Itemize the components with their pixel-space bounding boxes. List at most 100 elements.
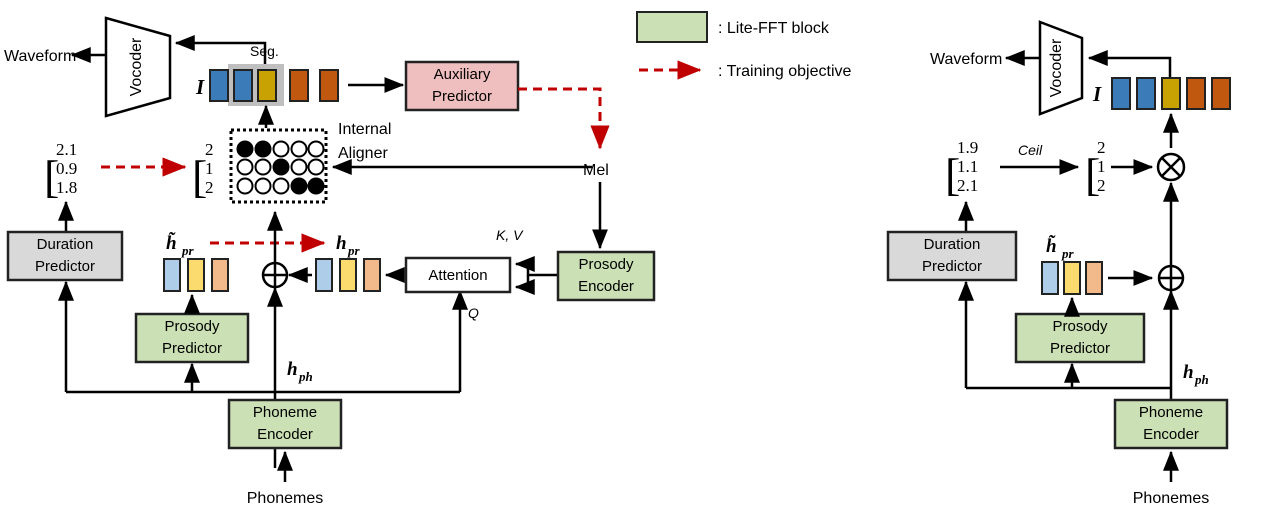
legend-label-training-objective: : Training objective <box>718 63 852 80</box>
align-cell-1-0 <box>236 158 254 176</box>
legend-label-lite-fft: : Lite-FFT block <box>718 20 830 37</box>
prosody-predictor-line-1-right: Predictor <box>1050 340 1110 357</box>
phoneme-encoder-line-1-right: Encoder <box>1143 426 1199 443</box>
auxiliary-predictor-line-1: Predictor <box>432 88 492 105</box>
align-cell-0-0 <box>236 140 254 158</box>
h-pr-tilde-block-right-1 <box>1063 261 1081 295</box>
align-cell-2-4 <box>307 177 325 195</box>
float-duration-right-2: 2.1 <box>957 176 978 195</box>
prosody-predictor-box-left <box>134 312 250 364</box>
duration-predictor-box-right <box>886 230 1018 282</box>
int-duration-right-0: 2 <box>1097 138 1106 157</box>
align-cell-0-2 <box>272 140 290 158</box>
waveform-label-right: Waveform <box>930 51 1002 68</box>
float-duration-2: 1.8 <box>56 178 77 197</box>
align-cell-2-0 <box>236 177 254 195</box>
prosody-encoder-line-0: Prosody <box>578 256 634 273</box>
prosody-predictor-line-0-left: Prosody <box>164 318 220 335</box>
left-panel: Vocoder Waveform Seg. I Auxiliary Predic… <box>4 16 656 507</box>
phonemes-label-right: Phonemes <box>1133 490 1210 507</box>
I-block-right-3 <box>1186 77 1206 110</box>
duration-predictor-line-0-right: Duration <box>924 236 981 253</box>
add-operator-left <box>261 261 289 289</box>
legend: : Lite-FFT block : Training objective <box>636 11 852 80</box>
I-block-0 <box>209 69 229 102</box>
phoneme-encoder-box-left <box>227 398 343 450</box>
h-pr-tilde-block-1 <box>187 258 205 292</box>
svg-text:ph: ph <box>298 369 313 384</box>
h-ph-label-right: h ph <box>1183 362 1209 387</box>
vocoder-shape-right <box>1038 20 1084 116</box>
h-pr-tilde-block-right-2 <box>1085 261 1103 295</box>
align-cell-2-3 <box>290 177 308 195</box>
int-vector-bracket-right: [ <box>1085 149 1100 200</box>
align-cell-0-3 <box>290 140 308 158</box>
prosody-encoder-box <box>556 250 656 302</box>
attention-label: Attention <box>428 267 487 284</box>
int-duration-0: 2 <box>205 140 214 159</box>
duration-predictor-line-1-left: Predictor <box>35 258 95 275</box>
q-label: Q <box>468 305 479 321</box>
svg-text:h: h <box>1183 362 1194 383</box>
h-pr-tilde-block-right-0 <box>1041 261 1059 295</box>
prosody-predictor-box-right <box>1014 312 1146 364</box>
h-pr-block-2 <box>363 258 381 292</box>
h-pr-block-1 <box>339 258 357 292</box>
attention-box <box>404 256 512 294</box>
svg-text:pr: pr <box>181 243 195 258</box>
float-duration-right-1: 1.1 <box>957 157 978 176</box>
I-block-2 <box>257 69 277 102</box>
I-label-right: I <box>1092 82 1102 106</box>
align-cell-2-1 <box>254 177 272 195</box>
float-vector-bracket-left: [ <box>44 151 59 202</box>
align-cell-1-1 <box>254 158 272 176</box>
multiply-operator-right <box>1156 152 1186 182</box>
int-vector-bracket-left: [ <box>192 151 207 202</box>
I-label-left: I <box>195 75 205 99</box>
align-cell-2-2 <box>272 177 290 195</box>
h-pr-tilde-block-2 <box>211 258 229 292</box>
svg-text:h: h <box>336 233 347 254</box>
vocoder-label-right: Vocoder <box>1048 38 1065 97</box>
duration-predictor-line-0-left: Duration <box>37 236 94 253</box>
float-vector-bracket-right: [ <box>945 149 960 200</box>
align-cell-0-1 <box>254 140 272 158</box>
I-block-1 <box>233 69 253 102</box>
internal-aligner-line-1: Aligner <box>338 145 388 162</box>
float-duration-right-0: 1.9 <box>957 138 978 157</box>
int-duration-2: 2 <box>205 178 214 197</box>
phoneme-encoder-box-right <box>1113 398 1229 450</box>
I-block-3 <box>289 69 309 102</box>
I-block-right-4 <box>1211 77 1231 110</box>
align-cell-1-4 <box>307 158 325 176</box>
align-cell-0-4 <box>307 140 325 158</box>
svg-text:h: h <box>287 359 298 380</box>
svg-text:pr: pr <box>1061 246 1075 261</box>
h-ph-label-left: h ph <box>287 359 313 384</box>
svg-text:h̃: h̃ <box>166 232 177 254</box>
auxiliary-predictor-box <box>404 60 520 112</box>
prosody-encoder-line-1: Encoder <box>578 278 634 295</box>
svg-text:pr: pr <box>347 243 361 258</box>
float-duration-0: 2.1 <box>56 140 77 159</box>
internal-aligner-line-0: Internal <box>338 121 391 138</box>
h-pr-tilde-label-right: h̃ pr <box>1046 235 1075 261</box>
prosody-predictor-line-1-left: Predictor <box>162 340 222 357</box>
mel-label: Mel <box>583 162 609 179</box>
h-pr-block-0 <box>315 258 333 292</box>
svg-text:h̃: h̃ <box>1046 235 1057 257</box>
kv-label: K, V <box>496 227 524 243</box>
add-operator-right <box>1157 264 1185 292</box>
h-pr-label-left: h pr <box>336 233 361 258</box>
float-duration-1: 0.9 <box>56 159 77 178</box>
h-pr-tilde-block-0 <box>163 258 181 292</box>
int-duration-right-2: 2 <box>1097 176 1106 195</box>
svg-text:ph: ph <box>1194 372 1209 387</box>
auxiliary-predictor-line-0: Auxiliary <box>434 66 491 83</box>
ceil-label: Ceil <box>1018 142 1043 158</box>
prosody-predictor-line-0-right: Prosody <box>1052 318 1108 335</box>
waveform-label-left: Waveform <box>4 48 76 65</box>
I-block-right-2 <box>1161 77 1181 110</box>
align-cell-1-3 <box>290 158 308 176</box>
